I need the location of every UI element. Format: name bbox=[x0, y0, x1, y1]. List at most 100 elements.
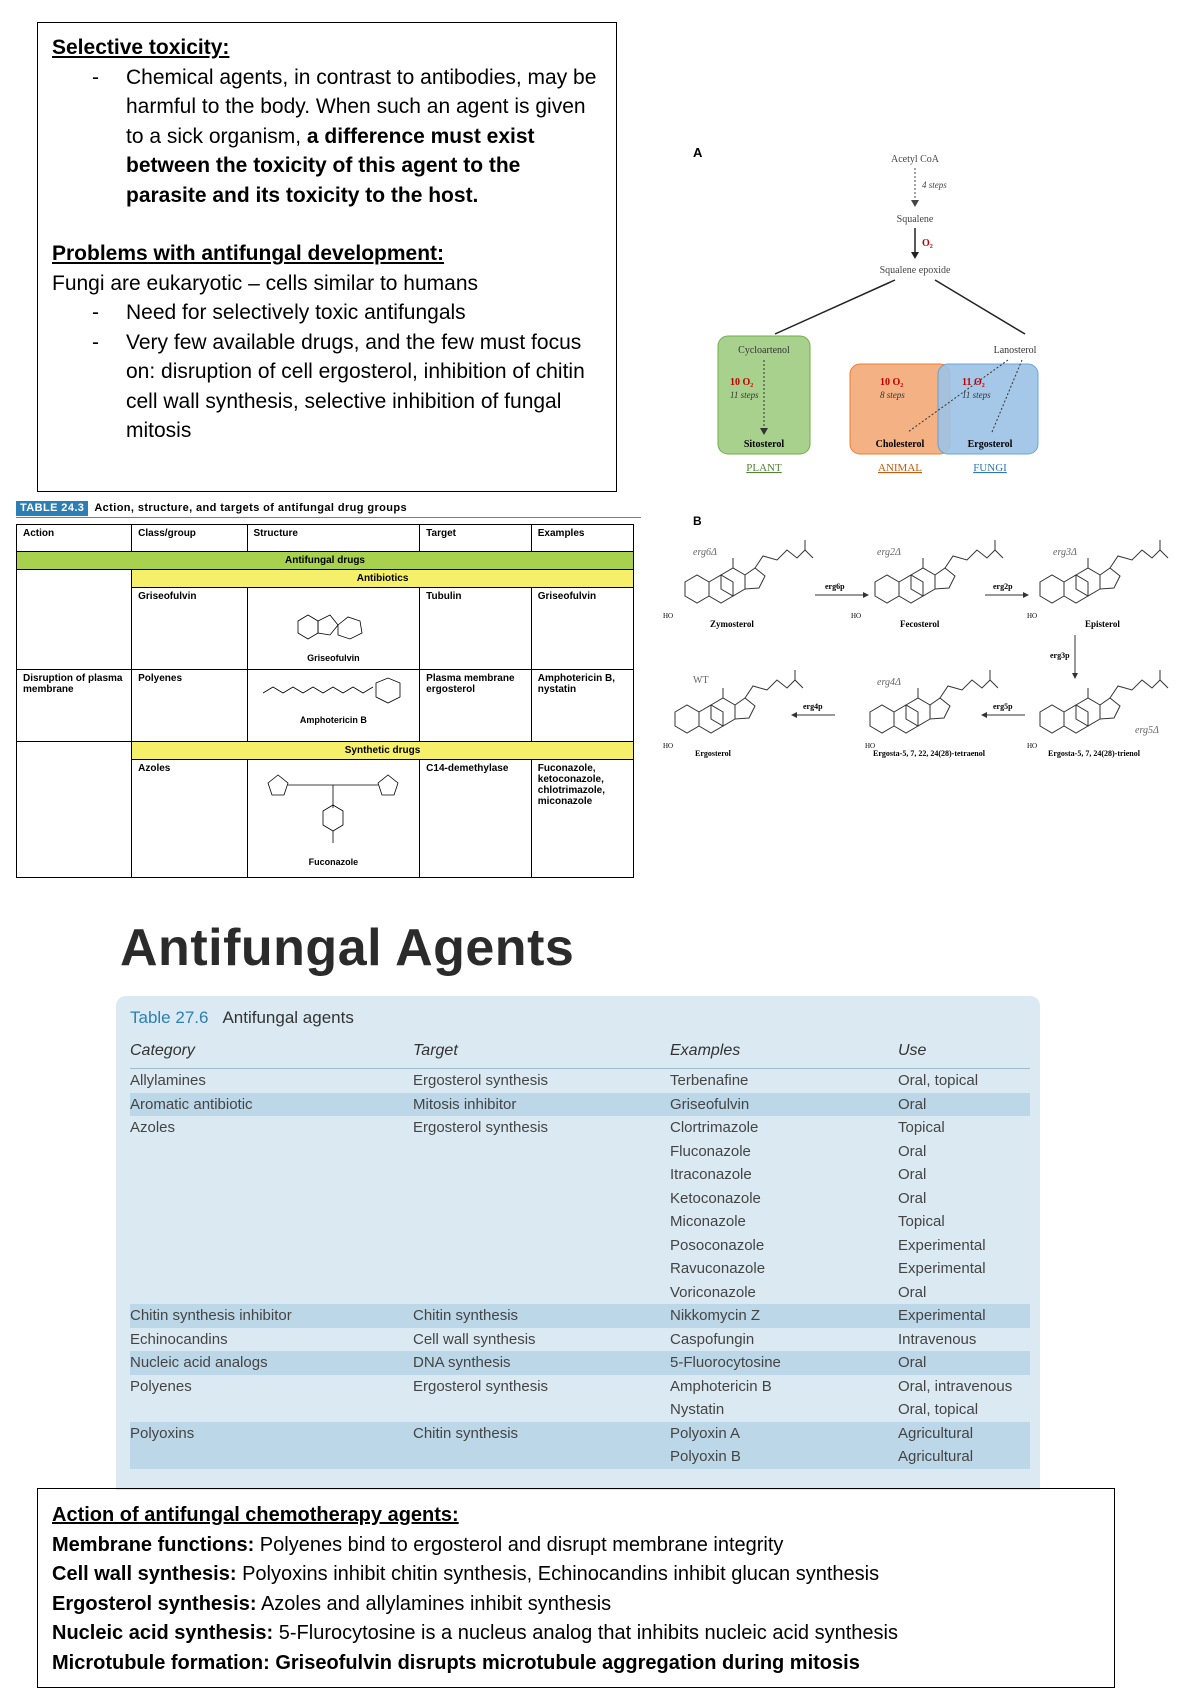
use-cell: Oral bbox=[898, 1283, 927, 1301]
action-item: Microtubule formation: Griseofulvin disr… bbox=[52, 1649, 898, 1679]
target-cell bbox=[413, 1445, 670, 1469]
example-cell: Clortrimazole bbox=[670, 1119, 759, 1136]
target-cell: Chitin synthesis bbox=[413, 1304, 670, 1328]
target-cell: Cell wall synthesis bbox=[413, 1330, 536, 1348]
table-row: Azoles Fuconazole C14-demethylase Fucona… bbox=[17, 759, 635, 878]
class-cell: Griseofulvin bbox=[131, 587, 248, 670]
fungi-label: FUNGI bbox=[973, 462, 1007, 474]
animal-arrow bbox=[907, 359, 1009, 433]
category-cell bbox=[130, 1281, 413, 1305]
enzyme-label: erg2p bbox=[993, 582, 1013, 591]
mutant-label: erg6Δ bbox=[693, 547, 717, 558]
example-cell: Nikkomycin Z bbox=[670, 1304, 898, 1328]
mutant-label: erg5Δ bbox=[1135, 725, 1159, 736]
use-cell: Topical bbox=[898, 1213, 945, 1230]
table-title: Action, structure, and targets of antifu… bbox=[94, 502, 407, 514]
target-cell bbox=[413, 1234, 670, 1258]
plant-box bbox=[717, 335, 811, 455]
example-cell: Amphotericin B bbox=[670, 1377, 772, 1395]
category-cell: Polyoxins bbox=[130, 1421, 413, 1445]
action-item: Membrane functions: Polyenes bind to erg… bbox=[52, 1531, 898, 1561]
use-cell: Experimental bbox=[898, 1236, 986, 1254]
arrow-to-lanosterol bbox=[934, 279, 1026, 335]
plant-label: PLANT bbox=[746, 462, 782, 474]
use-cell: Oral bbox=[898, 1166, 927, 1183]
header-cell: Target bbox=[419, 524, 532, 552]
selective-toxicity-box: Selective toxicity: Chemical agents, in … bbox=[37, 22, 617, 492]
header-cell: Class/group bbox=[131, 524, 248, 552]
target-cell bbox=[413, 1281, 670, 1305]
structure-name: Amphotericin B bbox=[299, 715, 367, 725]
plant-o2: 10 O₂ bbox=[730, 377, 753, 388]
mutant-label: erg3Δ bbox=[1053, 547, 1077, 558]
mutant-label: erg4Δ bbox=[877, 677, 901, 688]
header-cell: Use bbox=[898, 1034, 1030, 1069]
header-cell: Examples bbox=[530, 524, 635, 552]
example-cell: Ketoconazole bbox=[670, 1189, 761, 1207]
trienol-label: Ergosta-5, 7, 24(28)-trienol bbox=[1048, 749, 1141, 758]
category-cell bbox=[130, 1398, 413, 1422]
structure-cell: Griseofulvin bbox=[246, 587, 421, 670]
target-cell bbox=[413, 1187, 670, 1211]
use-cell: Oral, intravenous bbox=[898, 1377, 1013, 1395]
example-cell: Nystatin bbox=[670, 1401, 725, 1418]
category-cell bbox=[130, 1257, 413, 1281]
target-cell: DNA synthesis bbox=[413, 1351, 670, 1375]
action-text: Griseofulvin disrupts microtubule aggreg… bbox=[269, 1651, 860, 1674]
example-cell: Miconazole bbox=[670, 1213, 746, 1230]
mutant-label: erg2Δ bbox=[877, 547, 901, 558]
o2-label: O₂ bbox=[922, 238, 933, 249]
mutant-label: WT bbox=[693, 675, 709, 686]
category-cell bbox=[130, 1163, 413, 1187]
ho-label: HO bbox=[663, 742, 673, 750]
bullet-plain-text: Chemical agents, in contrast to antibodi… bbox=[126, 65, 597, 148]
ergosterol-biosynthesis-diagram: B erg6Δ HO Zymosterol erg6p erg2Δ HO Fec… bbox=[663, 515, 1169, 758]
header-cell: Structure bbox=[246, 524, 421, 552]
category-cell bbox=[130, 1140, 413, 1164]
use-cell: Oral, topical bbox=[898, 1072, 979, 1089]
amphotericin-structure bbox=[263, 677, 401, 704]
example-cell: 5-Fluorocytosine bbox=[670, 1351, 898, 1375]
action-item: Nucleic acid synthesis: 5-Flurocytosine … bbox=[52, 1619, 898, 1649]
target-cell bbox=[413, 1140, 670, 1164]
use-cell: Agricultural bbox=[898, 1445, 1030, 1469]
action-cell: Disruption of plasma membrane bbox=[15, 669, 133, 742]
example-cell: Caspofungin bbox=[670, 1330, 755, 1348]
action-label: Microtubule formation: bbox=[52, 1651, 270, 1674]
ho-label: HO bbox=[1027, 612, 1037, 620]
table-header-row: Action Class/group Structure Target Exam… bbox=[15, 524, 635, 552]
target-cell: C14-demethylase bbox=[419, 759, 532, 878]
action-text: Azoles and allylamines inhibit synthesis bbox=[256, 1592, 612, 1615]
use-cell: Oral bbox=[898, 1351, 1030, 1375]
header-cell: Examples bbox=[670, 1034, 898, 1069]
structure-name: Fuconazole bbox=[308, 857, 359, 867]
selective-toxicity-bullet: Chemical agents, in contrast to antibodi… bbox=[52, 63, 602, 211]
panel-label-b: B bbox=[693, 515, 702, 528]
animal-o2: 10 O₂ bbox=[880, 377, 903, 388]
action-label: Cell wall synthesis: bbox=[52, 1563, 237, 1585]
target-cell bbox=[413, 1257, 670, 1281]
enzyme-label: erg5p bbox=[993, 702, 1013, 711]
ho-label: HO bbox=[663, 612, 673, 620]
plant-steps: 11 steps bbox=[730, 390, 759, 400]
problems-bullet: Need for selectively toxic antifungals bbox=[52, 298, 602, 328]
table-tag: TABLE 24.3 bbox=[16, 501, 89, 516]
examples-cell: Fuconazole, ketoconazole, chlotrimazole,… bbox=[530, 759, 635, 878]
ho-label: HO bbox=[865, 742, 875, 750]
problems-heading: Problems with antifungal development: bbox=[52, 242, 445, 265]
category-cell bbox=[130, 1234, 413, 1258]
use-cell: Oral bbox=[898, 1142, 927, 1160]
category-cell: Allylamines bbox=[130, 1072, 206, 1089]
arrowhead bbox=[760, 428, 768, 435]
trienol-structure bbox=[1039, 669, 1169, 734]
band-synthetic: Synthetic drugs bbox=[131, 741, 634, 760]
band-antibiotics: Antibiotics bbox=[131, 569, 634, 588]
example-cell: Fluconazole bbox=[670, 1142, 751, 1160]
steps-label: 4 steps bbox=[922, 180, 947, 190]
